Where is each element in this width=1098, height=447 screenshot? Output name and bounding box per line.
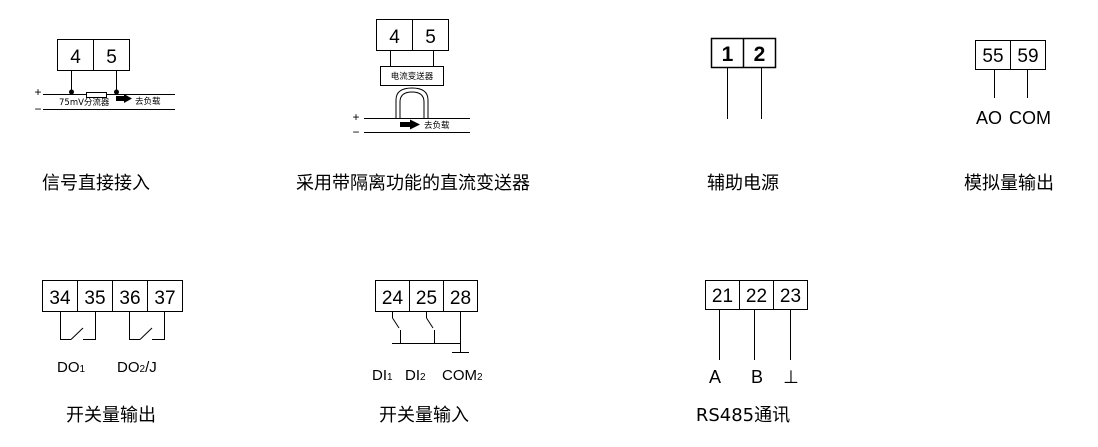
- caption: 开关量输入: [379, 405, 469, 426]
- minus-sign: −: [34, 102, 41, 116]
- terminal-label: 35: [84, 288, 105, 309]
- terminal-label: 23: [780, 286, 801, 307]
- caption: 开关量输出: [66, 405, 156, 426]
- sensor-loop: [399, 91, 425, 118]
- terminal-label: 4: [70, 47, 81, 68]
- input-switch-2: [426, 317, 434, 329]
- signal-label-di1: DI1: [372, 367, 393, 384]
- relay-contact-2: [129, 312, 140, 340]
- signal-label-do1: DO1: [57, 359, 86, 376]
- signal-label-di2: DI2: [405, 367, 426, 384]
- load-label: 去负载: [424, 120, 450, 131]
- diagram-digital-input: [375, 280, 478, 353]
- terminal-label: 5: [425, 27, 436, 48]
- arrow-icon: [400, 119, 420, 130]
- arrow-icon: [116, 94, 132, 103]
- caption: 模拟量输出: [964, 173, 1054, 194]
- diagram-direct-signal: [43, 39, 175, 110]
- terminal-label: 37: [154, 288, 175, 309]
- terminal-label: 25: [416, 288, 437, 309]
- terminal-label: 36: [119, 288, 140, 309]
- terminal-block: [705, 280, 808, 310]
- terminal-label: 1: [722, 43, 734, 66]
- diagram-analog-output: [975, 40, 1046, 98]
- terminal-label: 2: [754, 43, 766, 66]
- terminal-label: 22: [746, 286, 767, 307]
- terminal-block: [375, 280, 478, 312]
- shunt-resistor: [86, 92, 107, 98]
- plus-sign: +: [352, 110, 359, 124]
- plus-sign: +: [34, 85, 41, 99]
- terminal-label: 34: [49, 288, 71, 309]
- terminal-label: 24: [382, 288, 404, 309]
- signal-label-ao: AO: [976, 108, 1002, 128]
- caption: RS485通讯: [696, 405, 790, 426]
- terminal-label: 21: [712, 286, 733, 307]
- caption: 辅助电源: [707, 173, 779, 194]
- relay-contact-1: [60, 312, 71, 340]
- diagram-digital-output: [42, 280, 183, 340]
- terminal-label: 59: [1017, 46, 1038, 67]
- transmitter-label: 电流变送器: [391, 71, 434, 82]
- input-switch-1: [392, 317, 400, 329]
- load-label: 去负载: [135, 96, 161, 107]
- shunt-label: 75mV分流器: [59, 97, 110, 108]
- caption: 信号直接接入: [42, 173, 150, 194]
- minus-sign: −: [352, 125, 359, 139]
- signal-label-a: A: [709, 367, 721, 387]
- terminal-label: 4: [389, 27, 400, 48]
- diagram-isolated-transmitter: [364, 19, 470, 133]
- ground-icon: ⊥: [783, 367, 799, 387]
- terminal-label: 5: [106, 47, 117, 68]
- transmitter-box: [380, 66, 444, 86]
- caption: 采用带隔离功能的直流变送器: [296, 173, 530, 194]
- diagram-rs485: [705, 280, 808, 360]
- terminal-label: 55: [982, 46, 1003, 67]
- signal-label-b: B: [751, 367, 763, 387]
- diagram-aux-power: [710, 37, 777, 119]
- signal-label-do2: DO2/J: [117, 359, 157, 376]
- signal-label-com: COM: [1009, 108, 1051, 128]
- signal-label-com2: COM2: [442, 367, 483, 384]
- terminal-label: 28: [450, 288, 471, 309]
